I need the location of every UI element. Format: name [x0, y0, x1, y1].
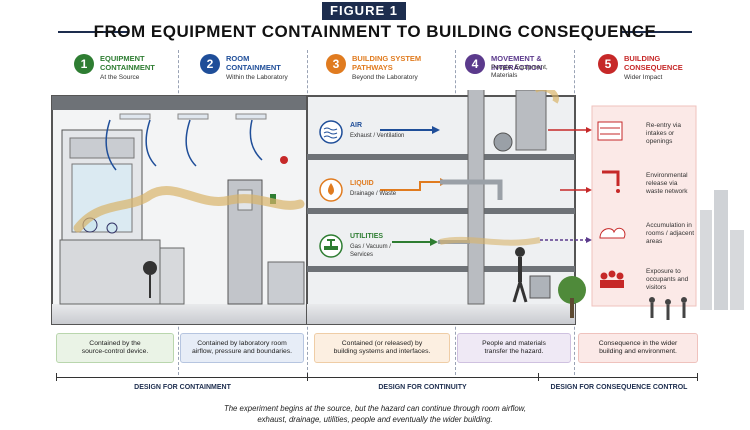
cart [529, 275, 551, 299]
airflow-arrow [185, 119, 197, 167]
exhaust-stack [515, 90, 547, 151]
caption-equipment: Contained by the source-control device. [56, 333, 174, 363]
stage-3-number: 3 [326, 54, 346, 74]
ceiling-light [119, 113, 151, 120]
stage-5: 5 BUILDING CONSEQUENCE Wider Impact [598, 50, 698, 96]
stage-4-number: 4 [465, 54, 485, 74]
caption-room: Contained by laboratory room airflow, pr… [180, 333, 304, 363]
stage-1-title: EQUIPMENT CONTAINMENT [100, 54, 155, 72]
figure-title: FROM EQUIPMENT CONTAINMENT TO BUILDING C… [93, 22, 657, 41]
people-icon [600, 272, 608, 280]
title-rule-right [622, 31, 692, 33]
drain-pipe [440, 179, 503, 200]
pathway-liquid-sub: Drainage / Waste [350, 191, 397, 197]
footer-note: The experiment begins at the source, but… [223, 404, 527, 424]
stage-1: 1 EQUIPMENT CONTAINMENT At the Source [74, 50, 174, 96]
airflow-arrow [145, 119, 157, 167]
pedestrian-icon [681, 297, 687, 303]
pathway-utilities-sub: Gas / Vacuum / Services [350, 244, 391, 258]
stage-4-title: MOVEMENT & INTERACTION [491, 54, 543, 72]
lab-ceiling [52, 96, 307, 110]
consequence-environmental: Environmental release via waste network [646, 172, 688, 195]
stage-3-subtitle: Beyond the Laboratory [352, 74, 418, 81]
stage-4: 4 MOVEMENT & INTERACTION People, Equipme… [465, 50, 595, 96]
figure-badge: FIGURE 1 [322, 2, 406, 20]
fume-hood-top [69, 137, 135, 159]
stage-2-subtitle: Within the Laboratory [226, 74, 288, 81]
pedestrian-icon [649, 297, 655, 303]
liquid-path-arrow [380, 181, 440, 191]
building-illustration [51, 90, 744, 325]
stage-2-number: 2 [200, 54, 220, 74]
exhaust-duct [467, 90, 485, 305]
section-consequence-control-label: DESIGN FOR CONSEQUENCE CONTROL [550, 384, 688, 391]
air-waves-icon [319, 120, 343, 144]
caption-consequence: Consequence in the wider building and en… [578, 333, 698, 363]
exhaust-fan [493, 132, 513, 152]
hazard-plume [73, 186, 305, 233]
stage-5-number: 5 [598, 54, 618, 74]
section-containment-label: DESIGN FOR CONTAINMENT [134, 384, 231, 391]
flask-icon [106, 222, 118, 234]
lab-bench-side [159, 247, 185, 305]
stage-4-subtitle: People, Equipment, Materials [491, 64, 548, 79]
tree [558, 276, 586, 304]
pathway-air-label: AIR [350, 122, 363, 129]
consequence-exposure: Exposure to occupants and visitors [646, 268, 689, 291]
liquid-drop-icon [319, 178, 343, 202]
sink-cabinet [267, 261, 305, 305]
section-bracket-line [56, 377, 698, 378]
lab-bench [59, 239, 161, 305]
airflow-arrow [249, 119, 263, 161]
stage-5-subtitle: Wider Impact [624, 74, 663, 81]
caption-building-systems: Contained (or released) by building syst… [314, 333, 450, 363]
caption-movement: People and materials transfer the hazard… [457, 333, 571, 363]
lab-stool [143, 261, 157, 275]
ceiling-light [177, 113, 209, 120]
airflow-arrow [105, 119, 117, 171]
pathway-utilities-label: UTILITIES [350, 233, 384, 240]
faucet-icon [602, 170, 620, 186]
stage-3-title: BUILDING SYSTEM PATHWAYS [352, 54, 422, 72]
utilities-valve-icon [319, 234, 343, 258]
alarm-icon [280, 156, 288, 164]
consequence-reentry: Re-entry via intakes or openings [646, 122, 682, 145]
stage-1-subtitle: At the Source [100, 74, 140, 81]
section-continuity-label: DESIGN FOR CONTINUITY [378, 384, 467, 391]
cloud-icon [599, 227, 626, 239]
pathway-liquid-label: LIQUID [350, 180, 374, 187]
stage-5-title: BUILDING CONSEQUENCE [624, 54, 683, 72]
stage-1-number: 1 [74, 54, 94, 74]
consequence-accumulation: Accumulation in rooms / adjacent areas [646, 222, 695, 245]
pedestrian-icon [665, 299, 671, 305]
person-icon [515, 247, 525, 257]
stage-2: 2 ROOM CONTAINMENT Within the Laboratory [200, 50, 300, 96]
vent-grille-icon [597, 121, 623, 141]
title-rule-left [58, 31, 128, 33]
ceiling-light [235, 113, 267, 120]
stage-2-title: ROOM CONTAINMENT [226, 54, 281, 72]
pathway-air-sub: Exhaust / Ventilation [350, 133, 405, 139]
stage-3: 3 BUILDING SYSTEM PATHWAYS Beyond the La… [326, 50, 446, 96]
lab-floor [52, 304, 307, 324]
